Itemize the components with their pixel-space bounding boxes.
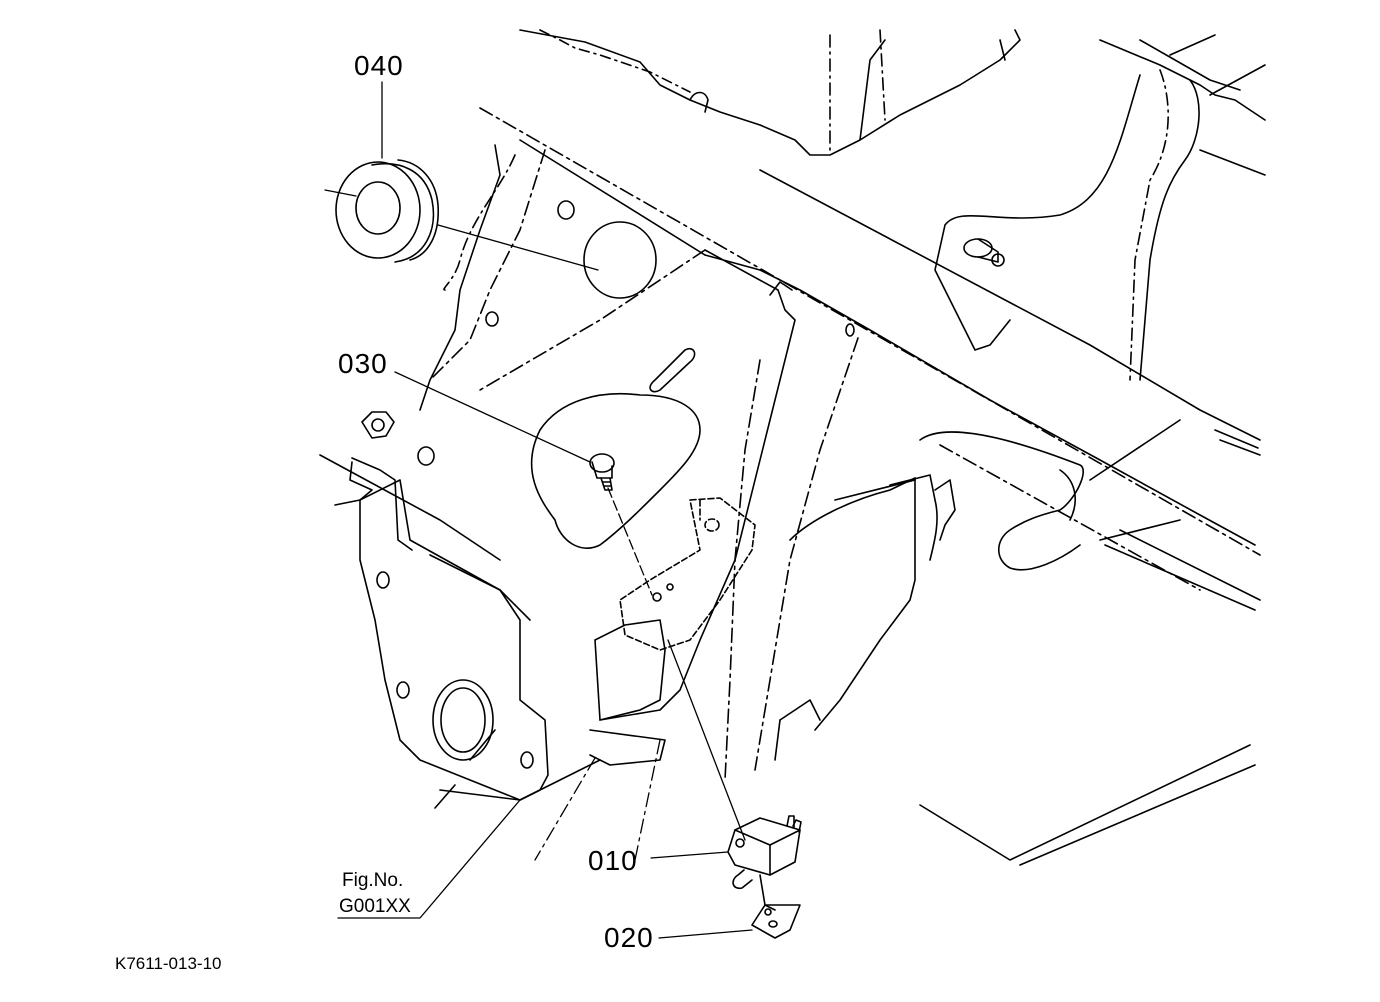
part-label-020: 020 bbox=[604, 922, 654, 953]
figure-number-label: Fig.No. bbox=[342, 870, 404, 891]
frame-beam bbox=[479, 34, 1266, 556]
switch-bracket-solid bbox=[594, 583, 674, 721]
left-panel bbox=[361, 144, 855, 466]
drawing-code: K7611-013-10 bbox=[115, 954, 222, 973]
figure-number-value: G001XX bbox=[339, 896, 411, 917]
tank-housing bbox=[519, 29, 1021, 156]
lower-right-plate bbox=[724, 337, 956, 781]
left-bracket bbox=[319, 454, 601, 809]
leader-040-right bbox=[437, 224, 599, 271]
leader-030-down bbox=[607, 487, 653, 596]
part-label-010: 010 bbox=[588, 845, 638, 876]
leader-030 bbox=[394, 371, 591, 463]
right-pipe bbox=[919, 419, 1261, 866]
part-label-030: 030 bbox=[338, 348, 388, 379]
leader-040-left bbox=[324, 189, 357, 197]
grommet-040 bbox=[335, 159, 439, 263]
part-label-040: 040 bbox=[354, 50, 404, 81]
screw-030 bbox=[589, 453, 615, 491]
leader-020 bbox=[658, 929, 753, 939]
switch-010 bbox=[727, 815, 802, 911]
figure-underline bbox=[337, 799, 521, 919]
plate-020 bbox=[751, 904, 801, 939]
leader-010-up bbox=[667, 639, 746, 841]
switch-bracket bbox=[619, 497, 756, 651]
right-bracket bbox=[934, 69, 1266, 456]
leader-lines bbox=[324, 81, 753, 939]
mounting-plate bbox=[479, 249, 796, 766]
leader-010 bbox=[650, 851, 729, 859]
